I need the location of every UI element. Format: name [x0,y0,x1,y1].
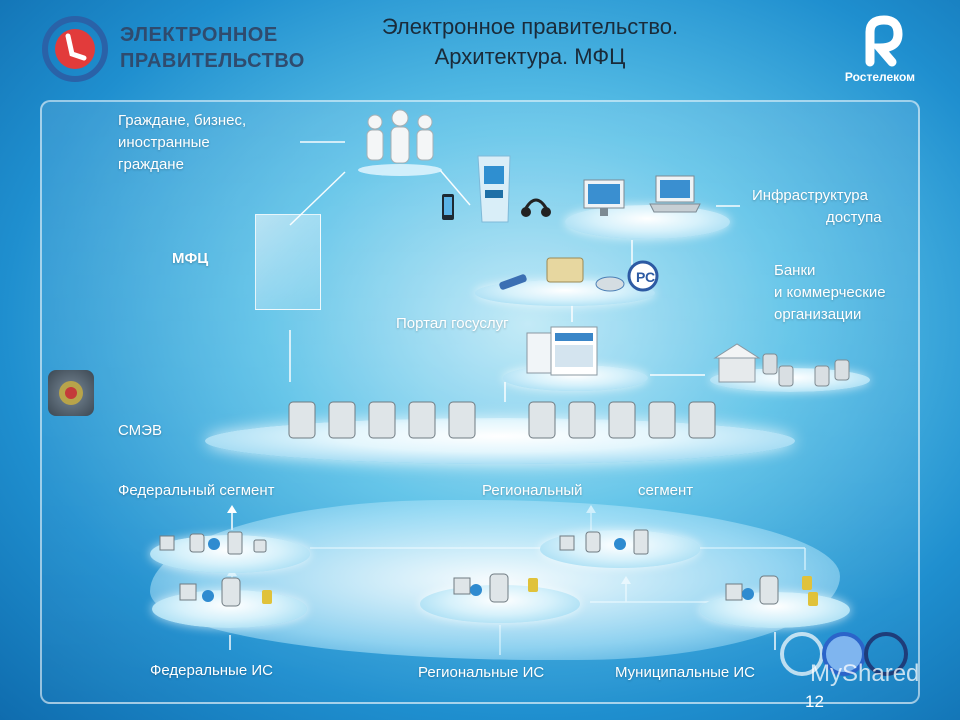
page-number: 12 [805,692,824,711]
watermark-circle-2 [822,632,866,676]
infra-disc [565,205,730,239]
svg-text:РС: РС [636,269,655,285]
citizens-line-2: иностранные [118,134,210,151]
portal-label: Портал госуслуг [396,315,509,332]
regional-segment-label-2: сегмент [638,482,694,499]
banks-line-1: Банки [774,262,816,279]
banks-line-2: и коммерческие [774,284,886,301]
watermark-circle-3 [864,632,908,676]
brand-name: Ростелеком [844,70,916,84]
rostelecom-logo: Ростелеком [830,12,930,92]
smev-label: СМЭВ [118,422,162,439]
citizens-label: Граждане, бизнес, иностранные граждане [118,110,246,176]
municipal-is-label: Муниципальные ИС [615,664,756,681]
infra-line-2: доступа [826,209,882,226]
payment-tools-icons: РС [499,257,659,292]
federal-segment-label: Федеральный сегмент [118,482,275,499]
watermark-text: MyShared [810,660,920,687]
title-line-2: Архитектура. МФЦ [434,44,626,69]
page-title: Электронное правительство. Архитектура. … [300,12,760,72]
e-gov-logo: ЭЛЕКТРОННОЕ ПРАВИТЕЛЬСТВО [40,14,304,84]
portal-screens-icon [526,326,598,376]
citizens-line-1: Граждане, бизнес, [118,112,247,129]
regional-is-label: Региональные ИС [418,664,545,681]
computers-icon [583,175,701,216]
bank-servers-icon [713,343,850,387]
map-servers-icons [159,529,818,607]
banks-line-3: организации [774,306,862,323]
e-gov-hand-icon [42,16,108,82]
banks-label: Банки и коммерческие организации [774,260,886,326]
title-line-1: Электронное правительство. [381,14,679,39]
smev-servers-icon [288,401,716,439]
rostelecom-r-icon [865,15,903,67]
mfc-glass-panel [255,214,321,310]
people-icon [358,109,442,176]
federal-is-label: Федеральные ИС [150,662,273,679]
logo-line-1: ЭЛЕКТРОННОЕ [120,24,278,46]
infra-label: Инфраструктура доступа [752,185,882,229]
logo-line-2: ПРАВИТЕЛЬСТВО [120,50,305,72]
kiosk-phone-headset-icons [442,155,551,223]
citizens-line-3: граждане [118,156,184,173]
coat-of-arms-icon [48,370,94,416]
infra-line-1: Инфраструктура [752,187,868,204]
mfc-label: МФЦ [172,250,209,267]
regional-segment-label-1: Региональный [482,482,583,499]
